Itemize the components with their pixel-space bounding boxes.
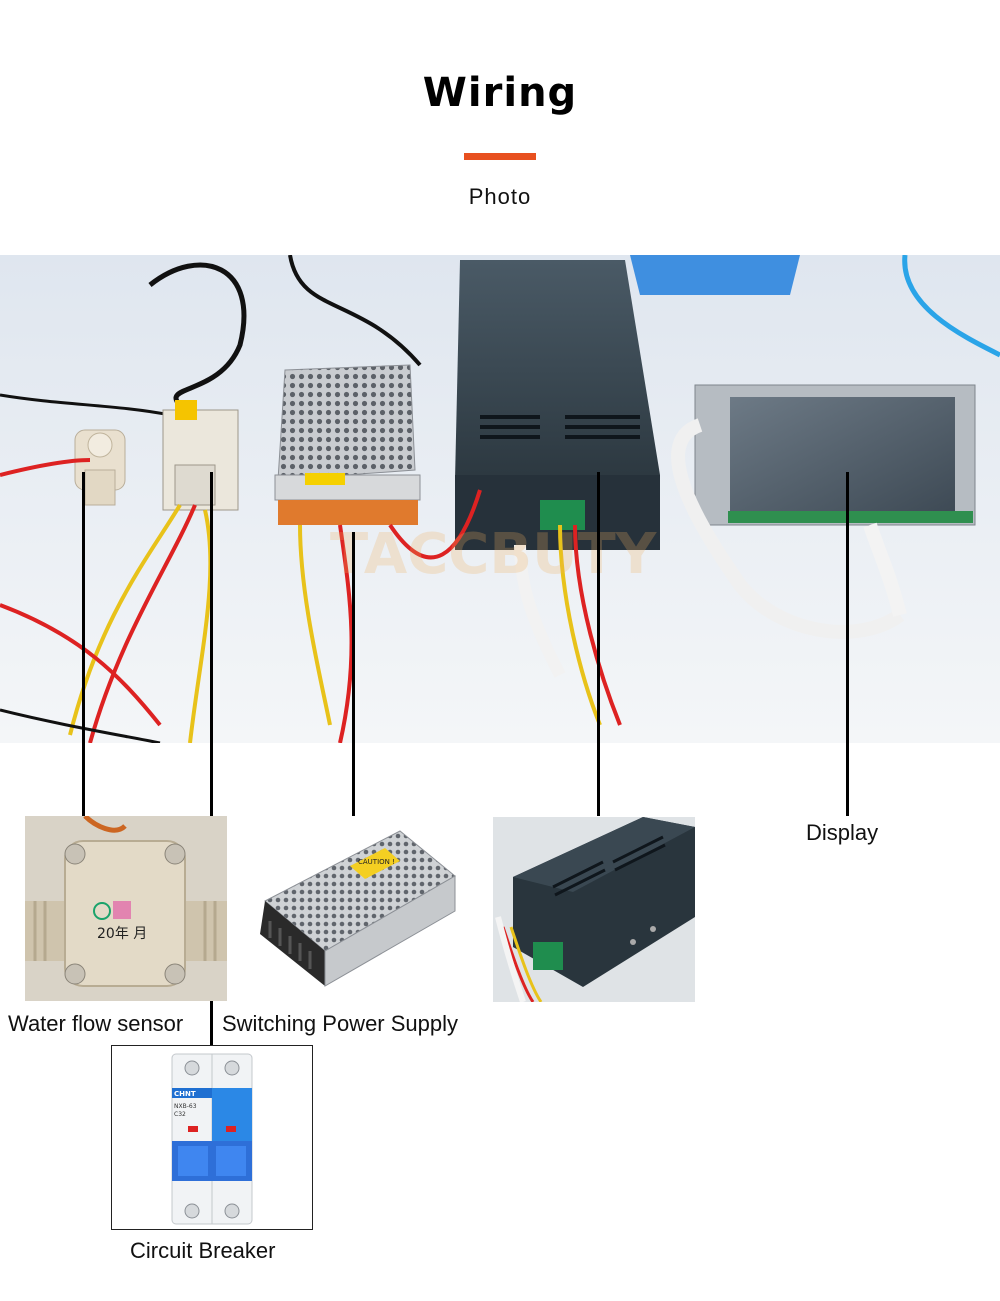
leader-line-breaker	[210, 472, 213, 1045]
circuit-breaker-label: Circuit Breaker	[130, 1238, 276, 1263]
leader-line-display	[846, 472, 849, 816]
leader-line-switching-psu	[352, 532, 355, 816]
breaker-model-text: NXB-63	[174, 1103, 197, 1110]
psu-caution-text: CAUTION !	[358, 858, 395, 866]
breaker-brand-text: CHNT	[174, 1090, 196, 1098]
switching-power-supply-label: Switching Power Supply	[222, 1011, 459, 1036]
watermark-text: TACCBUTY	[330, 522, 658, 587]
title-accent-bar	[464, 153, 536, 160]
display-label: Display	[806, 820, 879, 845]
leader-line-large-psu	[597, 472, 600, 816]
water-flow-sensor-label: Water flow sensor	[8, 1011, 184, 1036]
switching-power-supply-image: CAUTION !	[250, 816, 460, 1006]
wiring-photo: TACCBUTY	[0, 255, 1000, 743]
breaker-rating-text: C32	[174, 1111, 186, 1118]
section-subtitle: Photo	[468, 184, 532, 209]
page-title: Wiring	[422, 70, 578, 116]
water-flow-sensor-image: 20年 月	[25, 816, 227, 1001]
leader-line-sensor	[82, 472, 85, 816]
circuit-breaker-image: CHNT NXB-63 C32	[111, 1045, 313, 1230]
large-power-supply-image	[493, 817, 695, 1002]
sensor-stamp-text: 20年 月	[97, 926, 147, 942]
